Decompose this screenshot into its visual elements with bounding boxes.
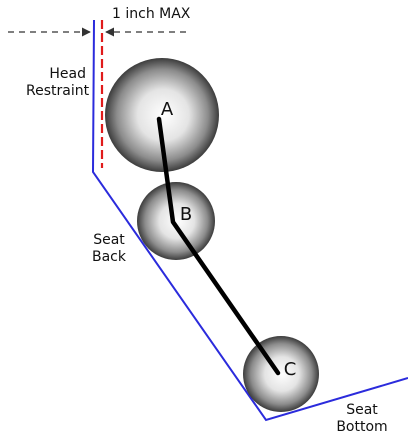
sphere-c bbox=[243, 336, 319, 412]
seat-back-label-line1: Seat bbox=[93, 232, 125, 248]
head-restraint-label: Head Restraint bbox=[26, 66, 90, 100]
seat-bottom-label: Seat Bottom bbox=[332, 402, 392, 436]
seat-bottom-label-line2: Bottom bbox=[336, 419, 388, 435]
sphere-a bbox=[105, 58, 219, 172]
seat-bottom-label-line1: Seat bbox=[346, 402, 378, 418]
node-label-b: B bbox=[180, 204, 192, 225]
head-restraint-label-line1: Head bbox=[49, 66, 86, 82]
linkage-line bbox=[156, 116, 281, 376]
head-restraint-label-line2: Restraint bbox=[26, 83, 90, 99]
node-label-a: A bbox=[161, 99, 174, 120]
seat-outline bbox=[91, 19, 408, 422]
seat-back-label-line2: Back bbox=[92, 249, 126, 265]
clearance-label: 1 inch MAX bbox=[112, 6, 191, 22]
seat-back-label: Seat Back bbox=[84, 232, 134, 266]
node-label-c: C bbox=[284, 359, 297, 380]
sphere-b bbox=[137, 182, 215, 260]
